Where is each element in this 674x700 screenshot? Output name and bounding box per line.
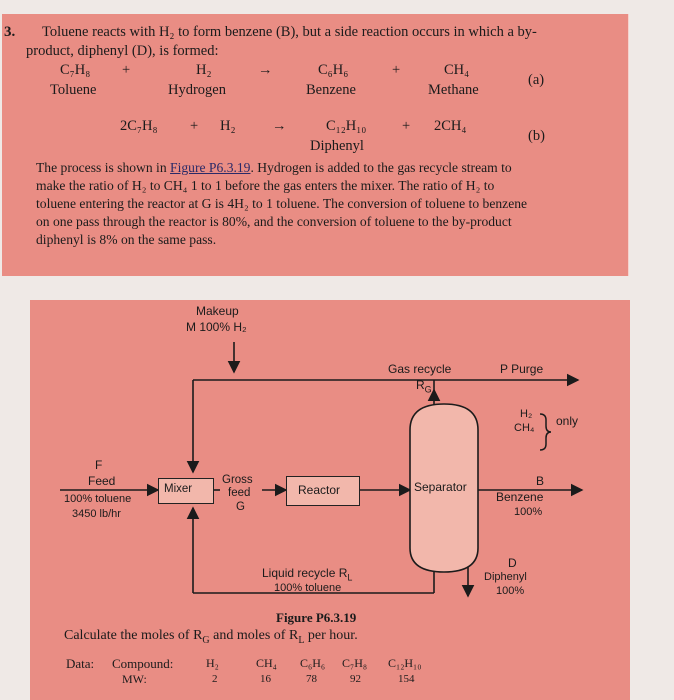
rg-label: RG — [416, 378, 432, 395]
eq-a-product-1: C₆H₆ — [318, 62, 349, 78]
mw-c12h10: 154 — [398, 673, 415, 685]
eq-a-name-methane: Methane — [428, 82, 479, 98]
liquid-recycle-composition: 100% toluene — [274, 582, 342, 594]
problem-line-2: product, diphenyl (D), is formed: — [26, 43, 219, 59]
eq-a-product-2: CH₄ — [444, 62, 470, 78]
compound-c6h6: C₆H₆ — [300, 656, 326, 670]
mw-h2: 2 — [212, 673, 218, 685]
mw-c7h8: 92 — [350, 673, 361, 685]
compound-ch4: CH₄ — [256, 656, 277, 670]
mw-label: MW: — [122, 672, 147, 686]
makeup-composition: M 100% H₂ — [186, 320, 247, 334]
separator-vessel — [409, 403, 479, 573]
question-text: Calculate the moles of RG and moles of R… — [64, 628, 358, 646]
eq-a-name-benzene: Benzene — [306, 82, 356, 98]
eq-a-name-hydrogen: Hydrogen — [168, 82, 226, 98]
purge-label: P Purge — [500, 362, 544, 376]
compound-label: Compound: — [112, 656, 174, 671]
eq-b-product-1: C₁₂H₁₀ — [326, 118, 367, 134]
feed-composition: 100% toluene — [64, 493, 132, 505]
eq-a-reactant-1: C₇H₈ — [60, 62, 91, 78]
mixer-label: Mixer — [164, 483, 193, 495]
makeup-label: Makeup — [196, 304, 239, 318]
gross-feed-g: G — [236, 501, 245, 513]
eq-b-plus-1: + — [190, 118, 199, 134]
para-line-5: diphenyl is 8% on the same pass. — [36, 232, 217, 247]
benzene-label: Benzene — [496, 490, 544, 504]
eq-a-arrow: → — [258, 62, 273, 78]
data-label: Data: — [66, 656, 95, 671]
para-line-3: toluene entering the reactor at G is 4H₂… — [36, 196, 528, 211]
feed-rate: 3450 lb/hr — [72, 508, 121, 520]
eq-b-plus-2: + — [402, 118, 411, 134]
purge-h2: H₂ — [520, 408, 533, 420]
gas-recycle-label: Gas recycle — [388, 362, 452, 376]
eq-a-plus-2: + — [392, 62, 401, 78]
gross-feed-l2: feed — [228, 487, 251, 499]
eq-a-plus-1: + — [122, 62, 131, 78]
eq-b-product-2: 2CH₄ — [434, 118, 467, 134]
para-line-1: The process is shown in Figure P6.3.19. … — [36, 160, 512, 175]
eq-a-reactant-2: H₂ — [196, 62, 212, 78]
separator-label: Separator — [414, 480, 467, 494]
b-label: B — [536, 474, 545, 488]
purge-ch4: CH₄ — [514, 422, 535, 434]
benzene-pct: 100% — [514, 506, 543, 518]
mw-c6h6: 78 — [306, 673, 317, 685]
problem-line-1: Toluene reacts with H₂ to form benzene (… — [42, 24, 537, 40]
compound-c7h8: C₇H₈ — [342, 656, 368, 670]
eq-a-label: (a) — [528, 72, 545, 88]
feed-label: Feed — [88, 474, 116, 488]
para-line-4: on one pass through the reactor is 80%, … — [36, 214, 512, 229]
purge-only: only — [556, 414, 579, 428]
mixer-box — [158, 478, 214, 504]
eq-a-name-toluene: Toluene — [50, 82, 97, 98]
diphenyl-label: Diphenyl — [484, 571, 527, 583]
eq-b-arrow: → — [272, 118, 287, 134]
compound-c12h10: C₁₂H₁₀ — [388, 656, 422, 670]
figure-link[interactable]: Figure P6.3.19 — [170, 160, 251, 175]
reactor-label: Reactor — [298, 483, 341, 497]
diphenyl-pct: 100% — [496, 585, 525, 597]
para-line-2: make the ratio of H₂ to CH₄ 1 to 1 befor… — [36, 178, 495, 193]
eq-b-reactant-2: H₂ — [220, 118, 236, 134]
mw-ch4: 16 — [260, 673, 271, 685]
eq-b-reactant-1: 2C₇H₈ — [120, 118, 158, 134]
gross-feed-l1: Gross — [222, 474, 253, 486]
eq-b-label: (b) — [528, 128, 545, 144]
feed-f: F — [95, 458, 103, 472]
figure-caption: Figure P6.3.19 — [276, 610, 357, 625]
reactor-box — [286, 476, 360, 506]
liquid-recycle-label: Liquid recycle RL — [262, 566, 353, 583]
d-label: D — [508, 556, 517, 570]
problem-number: 3. — [4, 24, 16, 40]
compound-h2: H₂ — [206, 656, 219, 670]
eq-b-name-diphenyl: Diphenyl — [310, 138, 364, 154]
problem-statement-card — [2, 14, 629, 276]
